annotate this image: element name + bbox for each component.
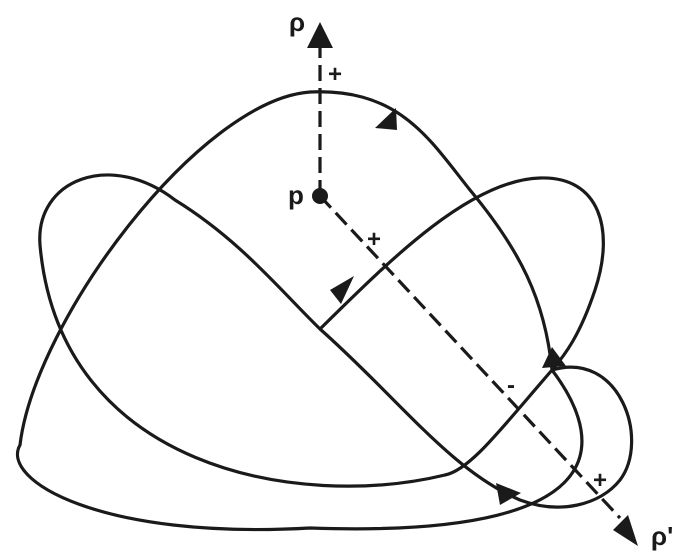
point-p-marker <box>312 188 328 204</box>
curve-arrow-middle <box>330 276 354 304</box>
diagonal-ray-arrowhead <box>613 515 638 546</box>
sign-crossing-3: + <box>593 467 607 494</box>
sign-crossing-2: - <box>507 372 515 399</box>
closed-curve <box>15 90 634 532</box>
curve-arrow-top <box>375 108 397 130</box>
sign-crossing-1: + <box>367 226 381 253</box>
vertical-ray-arrowhead <box>307 22 333 48</box>
point-p-label: p <box>288 180 304 210</box>
curve-arrow-right <box>542 347 566 368</box>
diagonal-ray-label: ρ' <box>651 521 673 551</box>
curve-arrow-bottom <box>496 483 521 505</box>
diagonal-ray <box>318 194 622 520</box>
vertical-ray-label: ρ <box>289 7 305 37</box>
sign-vertical-ray: + <box>328 61 342 88</box>
